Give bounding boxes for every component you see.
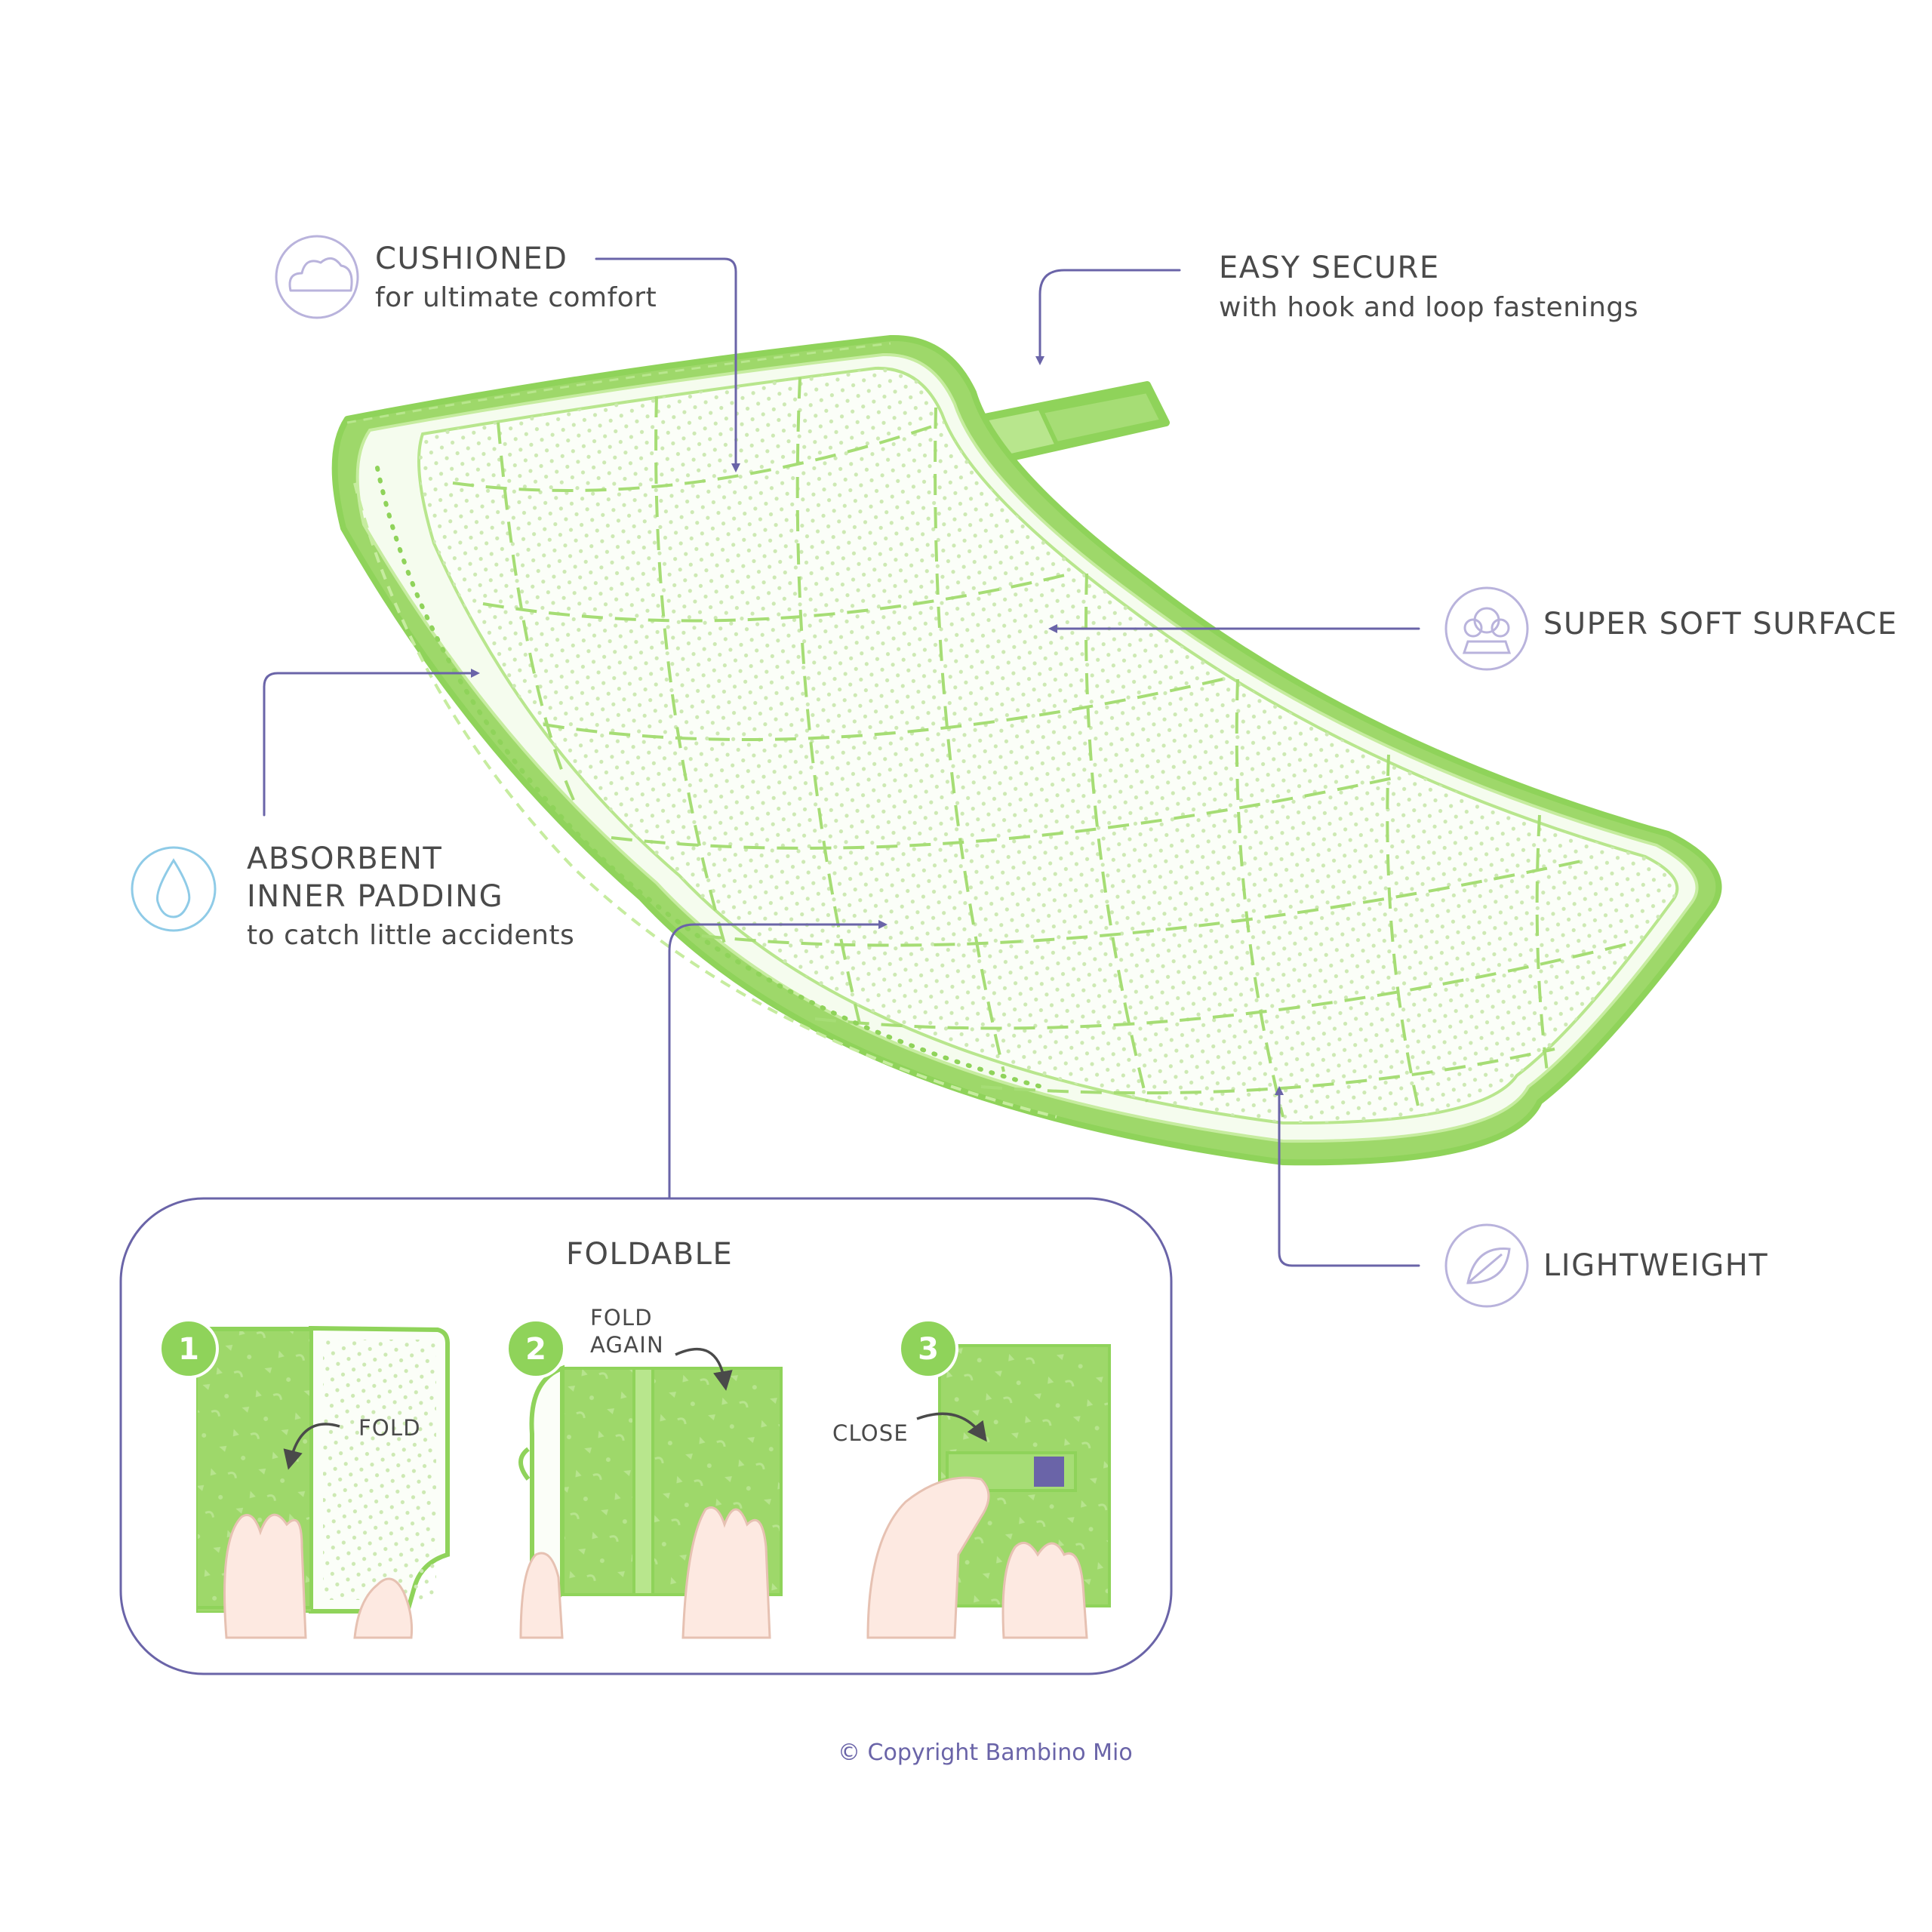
step-3-badge: 3	[898, 1318, 958, 1379]
step-2-illustration	[518, 1347, 783, 1639]
super-soft-title: SUPER SOFT SURFACE	[1543, 607, 1898, 641]
absorbent-subtitle: to catch little accidents	[247, 920, 575, 951]
leader-lines	[263, 257, 1420, 1267]
copyright-text: © Copyright Bambino Mio	[838, 1740, 1133, 1766]
step-1-illustration	[187, 1325, 450, 1639]
step-2-label-line2: AGAIN	[590, 1332, 664, 1358]
step-2-badge: 2	[506, 1318, 566, 1379]
foldable-title: FOLDABLE	[566, 1237, 734, 1272]
svg-text:3: 3	[918, 1332, 939, 1367]
easy-secure-subtitle: with hook and loop fastenings	[1219, 292, 1638, 323]
cotton-icon	[1444, 586, 1529, 671]
step-1-label: FOLD	[358, 1415, 421, 1441]
step-3-illustration	[866, 1344, 1111, 1639]
absorbent-title-line1: ABSORBENT	[247, 841, 443, 876]
step-2-label-line1: FOLD	[590, 1305, 653, 1331]
svg-text:1: 1	[178, 1332, 199, 1367]
absorbent-title-line2: INNER PADDING	[247, 879, 504, 914]
easy-secure-title: EASY SECURE	[1219, 251, 1440, 285]
cushioned-title: CUSHIONED	[375, 242, 568, 276]
cushioned-subtitle: for ultimate comfort	[375, 282, 657, 313]
drop-icon	[131, 846, 217, 932]
lightweight-title: LIGHTWEIGHT	[1543, 1248, 1769, 1283]
feather-icon	[1444, 1223, 1529, 1308]
step-3-label: CLOSE	[832, 1420, 909, 1446]
foldable-panel	[119, 1197, 1173, 1675]
changing-mat	[331, 334, 1722, 1166]
cloud-icon	[275, 235, 359, 319]
step-1-badge: 1	[158, 1318, 219, 1379]
svg-text:2: 2	[525, 1332, 546, 1367]
